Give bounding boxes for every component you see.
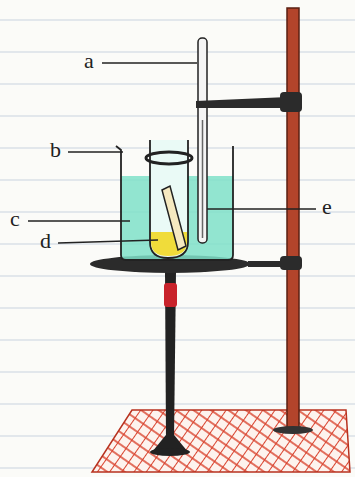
rod-foot bbox=[273, 426, 313, 434]
thermometer bbox=[198, 38, 207, 243]
part-label: c bbox=[10, 208, 20, 230]
part-label: e bbox=[322, 196, 332, 218]
base-mat bbox=[92, 410, 350, 472]
stirrer bbox=[162, 186, 186, 250]
beaker bbox=[116, 146, 233, 260]
part-label: b bbox=[50, 139, 61, 161]
tripod-stem bbox=[165, 272, 176, 440]
tube-clamp bbox=[146, 152, 192, 164]
tripod-collar bbox=[164, 283, 177, 307]
paper-lines bbox=[0, 20, 355, 468]
thermometer-clamp bbox=[196, 97, 288, 108]
stand-rod bbox=[287, 8, 299, 428]
part-label: d bbox=[40, 230, 51, 252]
leader-lines bbox=[28, 63, 316, 243]
part-label: a bbox=[84, 50, 94, 72]
